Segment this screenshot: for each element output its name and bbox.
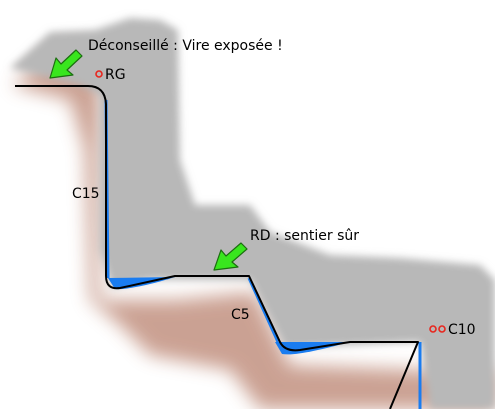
- water-flow-c5: [247, 277, 280, 343]
- pitch-label-c5: C5: [231, 307, 250, 323]
- pitch-label-c15: C15: [72, 186, 100, 202]
- safe-path-annotation: RD : sentier sûr: [250, 228, 359, 244]
- rock-mass: [10, 18, 495, 409]
- belay-label-rg: RG: [105, 67, 126, 83]
- arrow-icon: [49, 49, 83, 79]
- belay-label-c10: C10: [448, 322, 476, 338]
- anchor-ring-icon: [438, 325, 446, 333]
- anchor-ring-icon: [429, 325, 437, 333]
- warning-annotation: Déconseillé : Vire exposée !: [88, 38, 283, 54]
- canyon-profile-line: [15, 85, 419, 409]
- anchor-ring-icon: [95, 70, 103, 78]
- arrow-icon: [213, 242, 248, 271]
- rock-shadow: [12, 48, 495, 409]
